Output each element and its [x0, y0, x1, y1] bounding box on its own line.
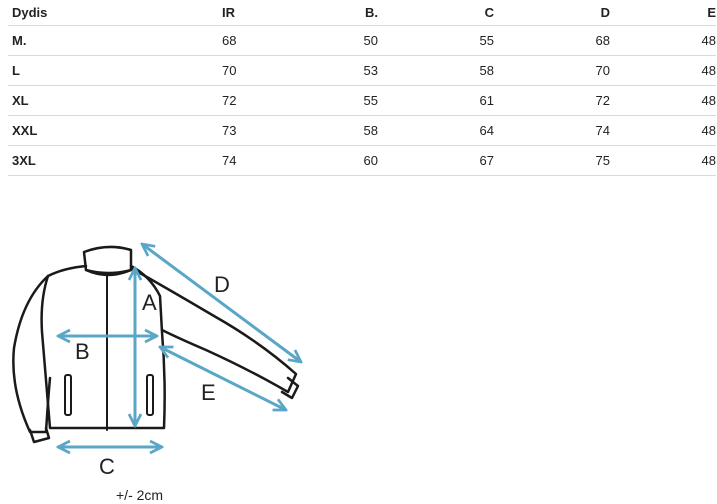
size-table: Dydis IR B. C D E M. 68 50 55 68 48 L 70… — [8, 0, 716, 176]
header-d: D — [494, 0, 610, 26]
table-cell: 48 — [610, 145, 716, 176]
table-cell: 50 — [262, 25, 378, 56]
table-cell: 70 — [494, 55, 610, 86]
table-cell: 48 — [610, 55, 716, 86]
table-cell: 48 — [610, 25, 716, 56]
table-cell: 68 — [222, 25, 262, 56]
size-tolerance-note: +/- 2cm — [116, 487, 164, 503]
label-d: D — [214, 272, 230, 297]
table-cell: 68 — [494, 25, 610, 56]
jacket-outline — [12, 245, 300, 444]
table-row: L 70 53 58 70 48 — [8, 55, 716, 86]
table-cell: 70 — [222, 55, 262, 86]
label-b: B — [75, 339, 90, 364]
table-cell: 72 — [494, 85, 610, 116]
jacket-measurement-diagram: A B C D E — [12, 180, 320, 479]
arrow-d — [142, 244, 301, 362]
table-row: M. 68 50 55 68 48 — [8, 25, 716, 56]
size-cell: 3XL — [8, 145, 222, 176]
table-cell: 73 — [222, 115, 262, 146]
table-cell: 58 — [378, 55, 494, 86]
header-e: E — [610, 0, 716, 26]
table-cell: 53 — [262, 55, 378, 86]
measurement-arrows — [58, 244, 301, 447]
header-dydis: Dydis — [8, 0, 222, 26]
size-cell: M. — [8, 25, 222, 56]
measurement-labels: A B C D E — [75, 272, 230, 479]
header-c: C — [378, 0, 494, 26]
table-header-row: Dydis IR B. C D E — [8, 0, 716, 26]
table-cell: 55 — [378, 25, 494, 56]
table-cell: 55 — [262, 85, 378, 116]
arrow-e — [160, 347, 286, 410]
label-e: E — [201, 380, 216, 405]
table-row: XL 72 55 61 72 48 — [8, 85, 716, 116]
table-cell: 64 — [378, 115, 494, 146]
table-cell: 58 — [262, 115, 378, 146]
size-cell: XXL — [8, 115, 222, 146]
size-cell: L — [8, 55, 222, 86]
label-c: C — [99, 454, 115, 479]
header-ir: IR — [222, 0, 262, 26]
header-b: B. — [262, 0, 378, 26]
table-cell: 75 — [494, 145, 610, 176]
table-cell: 67 — [378, 145, 494, 176]
table-row: 3XL 74 60 67 75 48 — [8, 145, 716, 176]
table-cell: 72 — [222, 85, 262, 116]
table-row: XXL 73 58 64 74 48 — [8, 115, 716, 146]
table-cell: 61 — [378, 85, 494, 116]
table-cell: 74 — [494, 115, 610, 146]
table-cell: 48 — [610, 85, 716, 116]
size-cell: XL — [8, 85, 222, 116]
table-cell: 60 — [262, 145, 378, 176]
label-a: A — [142, 290, 157, 315]
table-cell: 74 — [222, 145, 262, 176]
table-cell: 48 — [610, 115, 716, 146]
